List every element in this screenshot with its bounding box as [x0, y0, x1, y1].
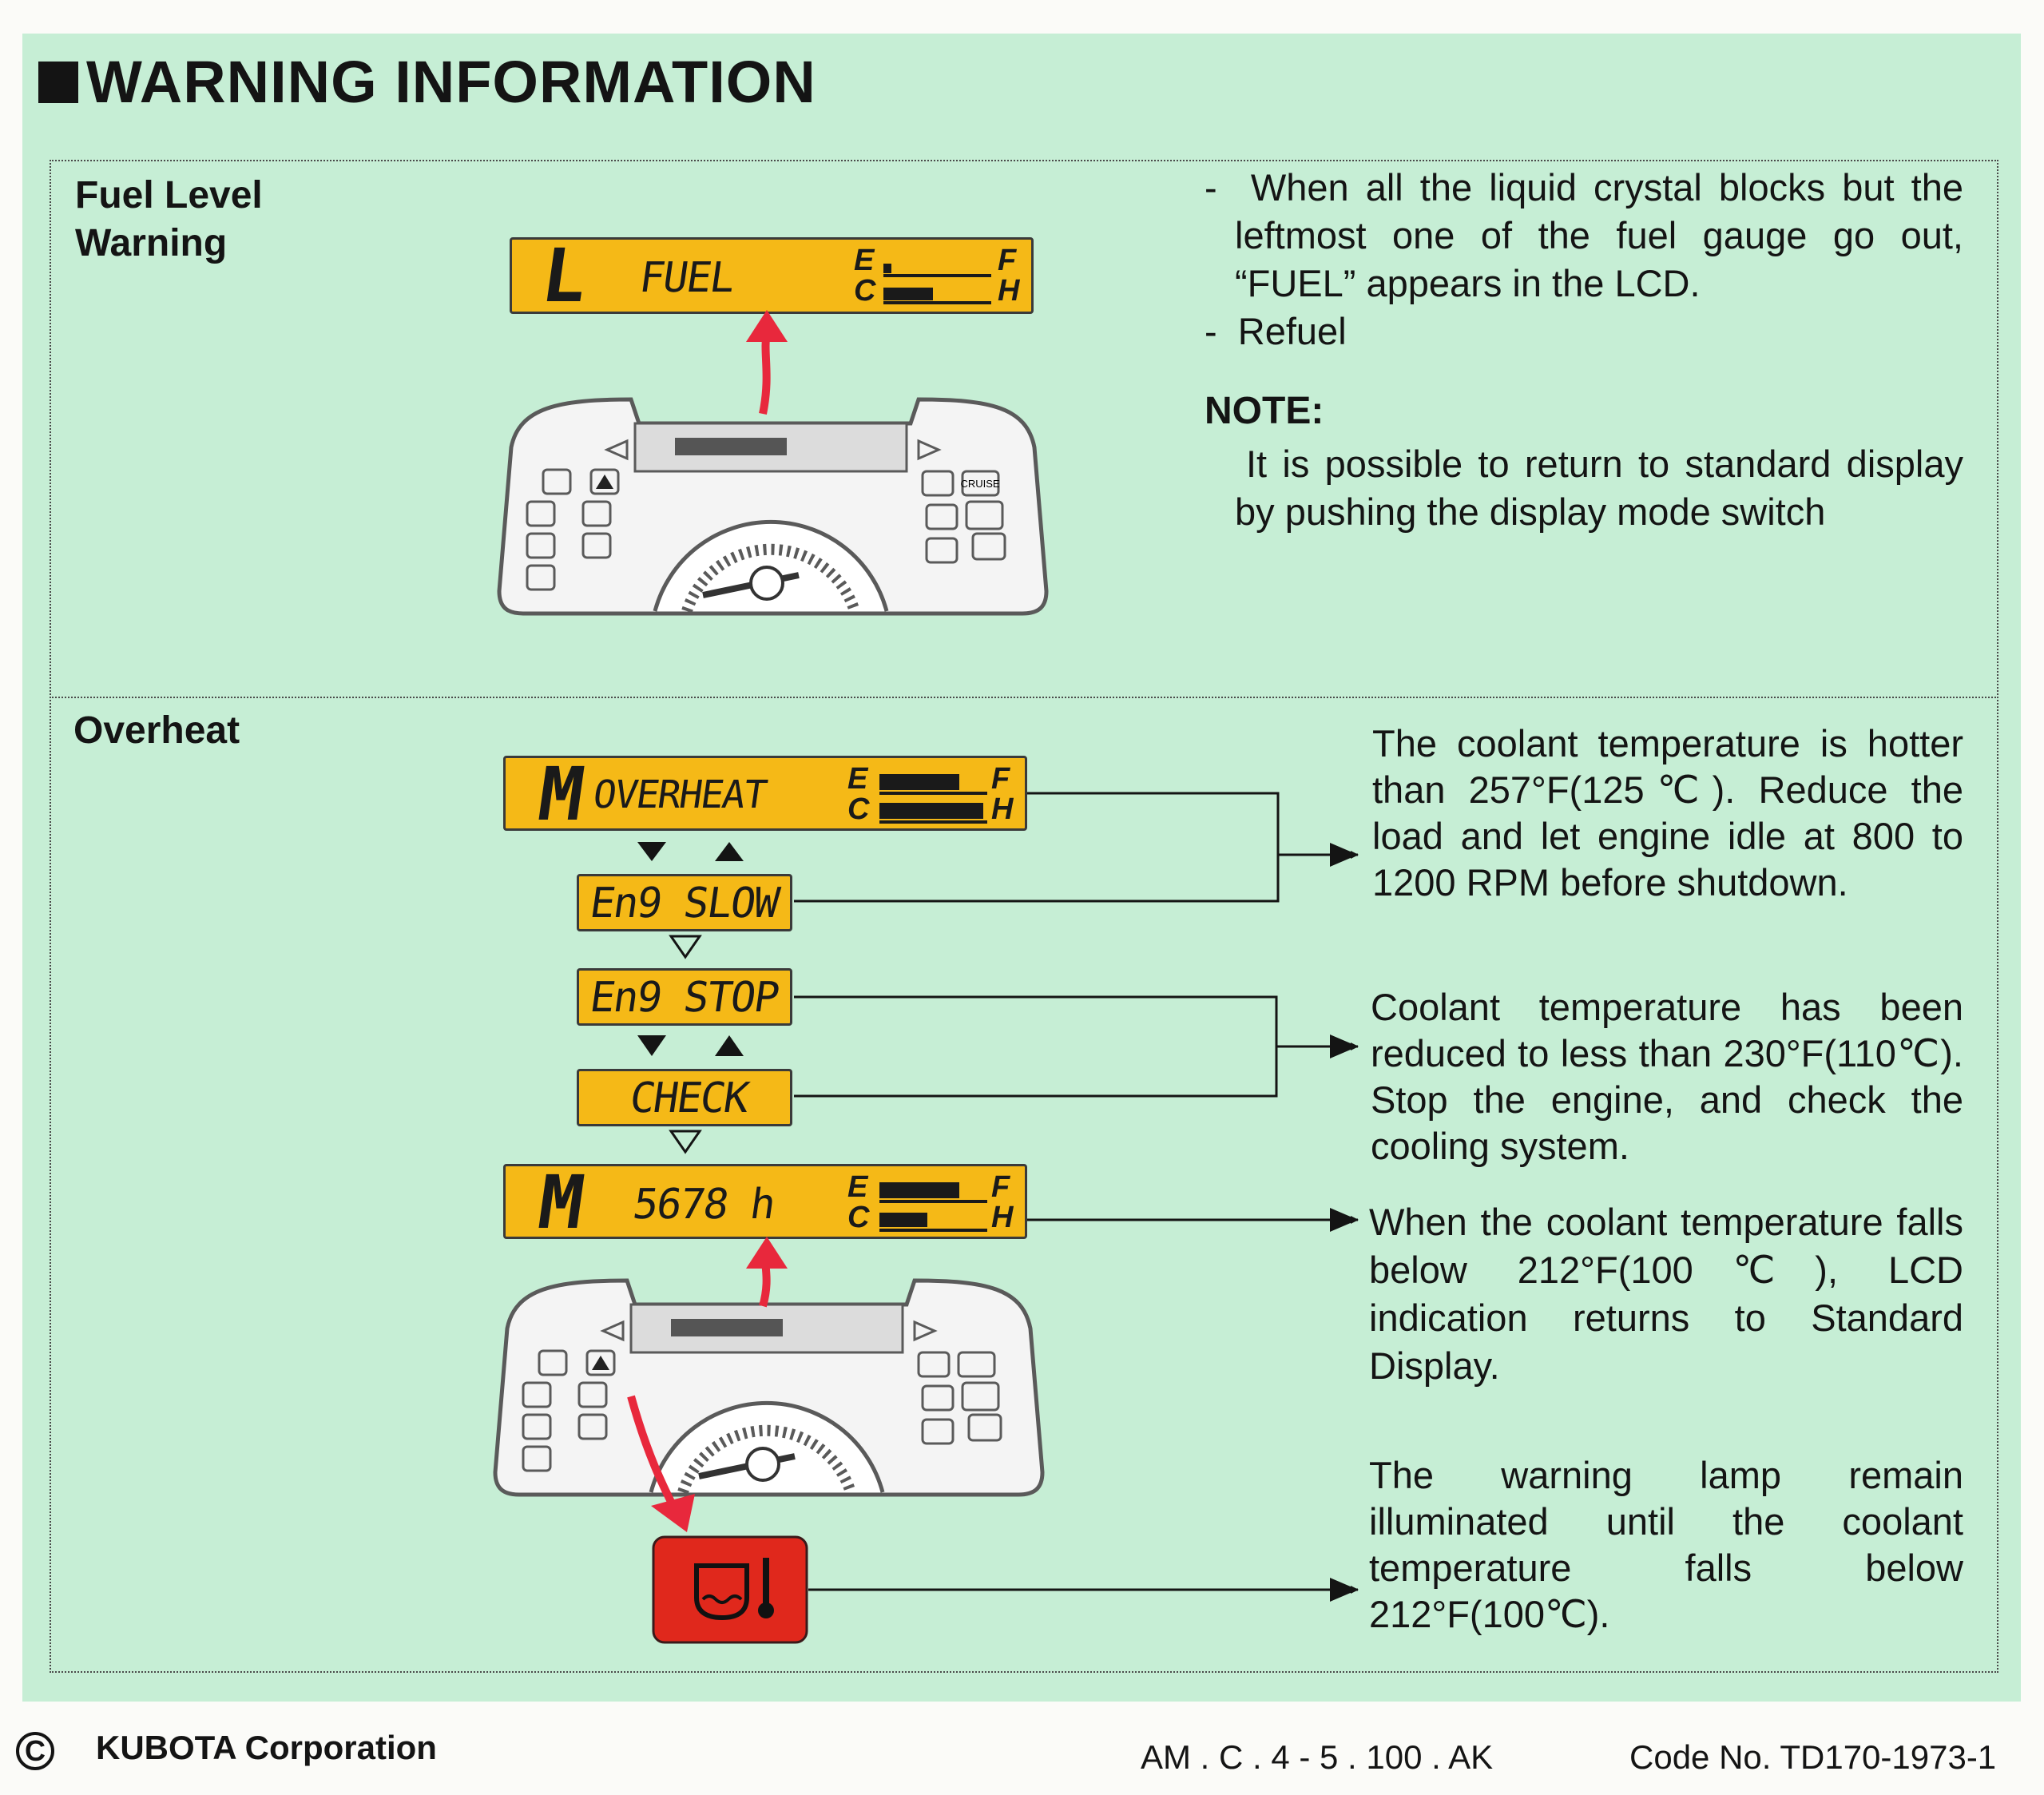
fuel-gauge-bar	[879, 774, 959, 790]
fuel-bullet-2-text: Refuel	[1237, 310, 1347, 352]
gauge-e-label: E	[847, 762, 868, 796]
cruise-label: CRUISE	[960, 478, 999, 490]
gauge-h-label: H	[998, 274, 1020, 308]
gauge-f-label: F	[991, 762, 1010, 796]
arrow-up-icon	[759, 332, 771, 415]
check-lcd: CHECK	[577, 1069, 792, 1126]
temp-gauge-baseline	[883, 301, 991, 304]
copyright-icon: C	[16, 1732, 54, 1770]
gauge-h-label: H	[991, 792, 1014, 826]
bullet-marker: -	[1205, 310, 1217, 352]
arrow-up-icon	[715, 1035, 744, 1056]
warning-triangle-icon	[596, 475, 613, 489]
instrument-cluster-top: CRUISE	[497, 397, 1049, 616]
eng-stop-lcd: En9 STOP	[577, 968, 792, 1026]
fuel-gauge-baseline	[879, 1200, 987, 1203]
page-title: WARNING INFORMATION	[38, 48, 816, 116]
gauge-f-label: F	[991, 1170, 1010, 1204]
fuel-description: - When all the liquid crystal blocks but…	[1205, 164, 1963, 536]
note-text: It is possible to return to standard dis…	[1235, 443, 1963, 533]
gauge-e-label: E	[847, 1170, 868, 1204]
eng-slow-lcd: En9 SLOW	[577, 874, 792, 931]
temp-gauge-bar	[879, 1213, 927, 1227]
overheat-section	[50, 697, 1998, 1673]
temp-gauge-baseline	[879, 1229, 987, 1232]
fuel-heading-line1: Fuel Level	[75, 174, 263, 216]
temp-gauge-bar	[879, 803, 983, 819]
coolant-temperature-warning-icon	[652, 1535, 808, 1644]
gauge-h-label: H	[991, 1201, 1014, 1234]
overheat-lcd-display: M OVERHEAT E C F H	[503, 752, 1027, 837]
overheat-heading: Overheat	[73, 709, 240, 752]
overheat-desc-2: Coolant temperature has been reduced to …	[1371, 986, 1963, 1167]
triangle-down-open-icon	[669, 935, 702, 959]
gauge-c-label: C	[854, 274, 876, 308]
instrument-cluster-bottom	[493, 1278, 1045, 1497]
temp-gauge-baseline	[879, 820, 987, 824]
overheat-desc-3: When the coolant temperature falls below…	[1369, 1201, 1963, 1387]
gauge-c-label: C	[847, 792, 870, 826]
bullet-marker: -	[1205, 166, 1217, 208]
arrow-down-icon	[637, 1035, 666, 1056]
fuel-heading-line2: Warning	[75, 222, 228, 264]
overheat-desc-4: The warning lamp remain illuminated unti…	[1369, 1454, 1963, 1635]
page-title-text: WARNING INFORMATION	[86, 49, 816, 115]
fuel-bullet-1: - When all the liquid crystal blocks but…	[1205, 164, 1963, 308]
fuel-bullet-2: - Refuel	[1205, 308, 1963, 355]
note-heading: NOTE:	[1205, 390, 1324, 432]
title-square-icon	[38, 61, 78, 103]
fuel-lcd-display: L FUEL E C F H	[510, 233, 1034, 319]
fuel-gauge-block	[883, 264, 891, 273]
footer-company: KUBOTA Corporation	[96, 1729, 437, 1766]
fuel-gauge-bar	[879, 1182, 959, 1198]
gauge-c-label: C	[847, 1201, 870, 1234]
overheat-desc-1: The coolant temperature is hotter than 2…	[1372, 722, 1963, 903]
fuel-gauge-baseline	[883, 274, 991, 277]
fuel-bullet-1-text: When all the liquid crystal blocks but t…	[1235, 166, 1963, 304]
gauge-e-label: E	[854, 244, 875, 277]
standard-lcd-display: M 5678 h E C F H	[503, 1160, 1027, 1245]
arrow-up-icon	[715, 842, 744, 861]
fuel-warning-heading: Fuel Level Warning	[75, 172, 263, 268]
footer-code-no: Code No. TD170-1973-1	[1629, 1738, 1997, 1776]
fuel-gauge-baseline	[879, 792, 987, 795]
gauge-f-label: F	[998, 244, 1017, 277]
footer-code-ref: AM . C . 4 - 5 . 100 . AK	[1141, 1738, 1494, 1776]
temp-gauge-bar	[883, 288, 933, 300]
triangle-down-open-icon	[669, 1130, 702, 1154]
arrow-down-icon	[637, 842, 666, 861]
